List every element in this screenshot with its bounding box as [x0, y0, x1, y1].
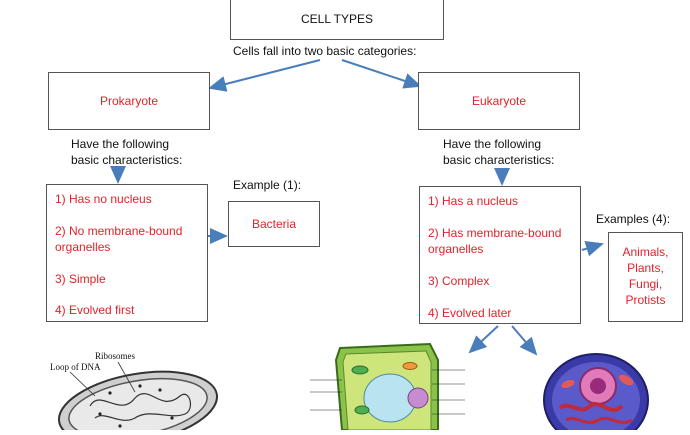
bacteria-label: Bacteria	[251, 217, 297, 231]
prokaryote-characteristic: 3) Simple	[55, 272, 106, 286]
eukaryote-box: Eukaryote	[418, 72, 580, 130]
intro-text: Cells fall into two basic categories:	[233, 44, 417, 58]
eukaryote-characteristics-box: 1) Has a nucleus 2) Has membrane-bound o…	[419, 186, 581, 324]
example-protists: Protists	[625, 293, 666, 307]
ribosomes-label: Ribosomes	[95, 351, 136, 361]
arrow-to-eukaryote	[341, 59, 422, 89]
animal-cell-illustration	[540, 340, 650, 435]
prokaryote-characteristic-cont: organelles	[55, 240, 111, 254]
eukaryote-examples-box: Animals, Plants, Fungi, Protists	[608, 232, 683, 322]
eukaryote-intro-line1: Have the following	[443, 137, 542, 151]
eukaryote-label: Eukaryote	[471, 94, 527, 108]
eukaryote-characteristic: 1) Has a nucleus	[428, 194, 519, 208]
prokaryote-intro-line2: basic characteristics:	[71, 153, 183, 167]
example-animals: Animals,	[622, 245, 669, 259]
diagram-title: CELL TYPES	[300, 12, 374, 26]
title-box: CELL TYPES	[230, 0, 444, 40]
prokaryote-characteristic: 1) Has no nucleus	[55, 192, 152, 206]
loop-of-dna-label: Loop of DNA	[50, 362, 101, 372]
prokaryote-label: Prokaryote	[99, 94, 159, 108]
example-plants: Plants,	[627, 261, 664, 275]
arrow-to-plant-cell	[468, 325, 499, 354]
eukaryote-characteristic: 2) Has membrane-bound	[428, 226, 562, 240]
eukaryote-example-heading: Examples (4):	[596, 212, 671, 226]
eukaryote-characteristic-cont: organelles	[428, 242, 484, 256]
eukaryote-intro-line2: basic characteristics:	[443, 153, 555, 167]
eukaryote-characteristic: 4) Evolved later	[428, 306, 512, 320]
prokaryote-characteristics-box: 1) Has no nucleus 2) No membrane-bound o…	[46, 184, 208, 322]
prokaryote-characteristic: 2) No membrane-bound	[55, 224, 183, 238]
plant-cell-illustration	[310, 340, 465, 431]
arrow-to-prokaryote	[208, 59, 321, 92]
bacteria-illustration: Ribosomes Loop of DNA	[40, 348, 220, 435]
prokaryote-example-heading: Example (1):	[233, 178, 302, 192]
example-fungi: Fungi,	[628, 277, 663, 291]
prokaryote-intro-line1: Have the following	[71, 137, 170, 151]
bacteria-box: Bacteria	[228, 201, 320, 247]
arrow-to-animal-cell	[511, 325, 538, 356]
arrow-to-eukaryote-examples	[581, 240, 604, 257]
prokaryote-characteristic: 4) Evolved first	[55, 303, 135, 317]
eukaryote-characteristic: 3) Complex	[428, 274, 490, 288]
prokaryote-box: Prokaryote	[48, 72, 210, 130]
